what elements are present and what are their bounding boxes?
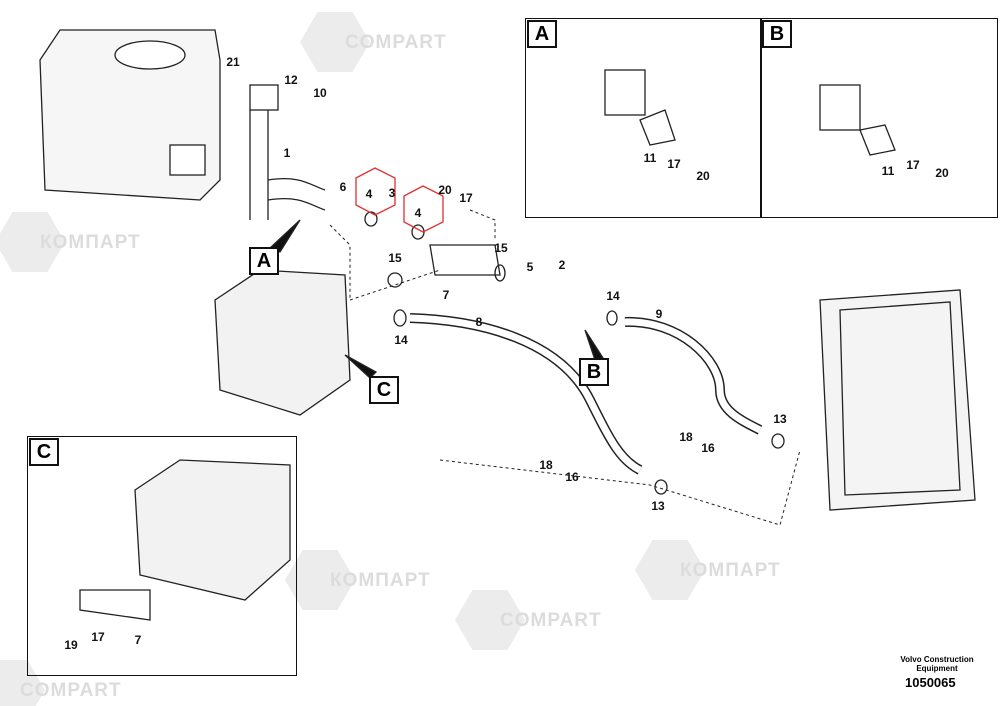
callout[interactable]: 17 [906, 158, 920, 172]
callout[interactable]: 13 [773, 412, 787, 426]
callout[interactable]: 8 [475, 315, 483, 329]
callout[interactable]: 18 [539, 458, 553, 472]
callout[interactable]: 16 [701, 441, 715, 455]
detail-box-b [760, 18, 998, 218]
callout[interactable]: 3 [388, 186, 396, 200]
detail-box-c [27, 436, 297, 676]
callout[interactable]: 20 [935, 166, 949, 180]
callout[interactable]: 1 [283, 146, 291, 160]
detail-box-a [525, 18, 762, 218]
callout[interactable]: 15 [388, 251, 402, 265]
watermark-hex [635, 540, 705, 600]
company-label: Volvo Construction Equipment [900, 655, 974, 673]
detail-b-title: B [762, 20, 792, 48]
view-marker-c[interactable]: C [369, 376, 399, 404]
callout[interactable]: 17 [459, 191, 473, 205]
callout[interactable]: 10 [313, 86, 327, 100]
callout[interactable]: 4 [365, 187, 373, 201]
callout[interactable]: 21 [226, 55, 240, 69]
callout[interactable]: 12 [284, 73, 298, 87]
callout[interactable]: 11 [643, 151, 657, 165]
callout[interactable]: 7 [134, 633, 142, 647]
callout[interactable]: 20 [696, 169, 710, 183]
highlight-hexagons [355, 167, 444, 233]
hydraulic-tank [39, 29, 221, 201]
callout[interactable]: 7 [442, 288, 450, 302]
callout[interactable]: 16 [565, 470, 579, 484]
callout[interactable]: 14 [394, 333, 408, 347]
callout[interactable]: 6 [339, 180, 347, 194]
drawing-number: 1050065 [905, 675, 956, 690]
callout[interactable]: 20 [438, 183, 452, 197]
control-valve [214, 269, 351, 416]
callout[interactable]: 17 [91, 630, 105, 644]
callout[interactable]: 5 [526, 260, 534, 274]
detail-c-title: C [29, 438, 59, 466]
callout[interactable]: 19 [64, 638, 78, 652]
o-rings [364, 211, 785, 495]
oil-cooler [819, 289, 976, 511]
callout[interactable]: 17 [667, 157, 681, 171]
callout[interactable]: 15 [494, 241, 508, 255]
callout[interactable]: 4 [414, 206, 422, 220]
view-marker-a[interactable]: A [249, 247, 279, 275]
callout[interactable]: 18 [679, 430, 693, 444]
callout[interactable]: 13 [651, 499, 665, 513]
view-marker-b[interactable]: B [579, 358, 609, 386]
callout[interactable]: 9 [655, 307, 663, 321]
detail-a-title: A [527, 20, 557, 48]
callout[interactable]: 14 [606, 289, 620, 303]
callout[interactable]: 11 [881, 164, 895, 178]
callout[interactable]: 2 [558, 258, 566, 272]
